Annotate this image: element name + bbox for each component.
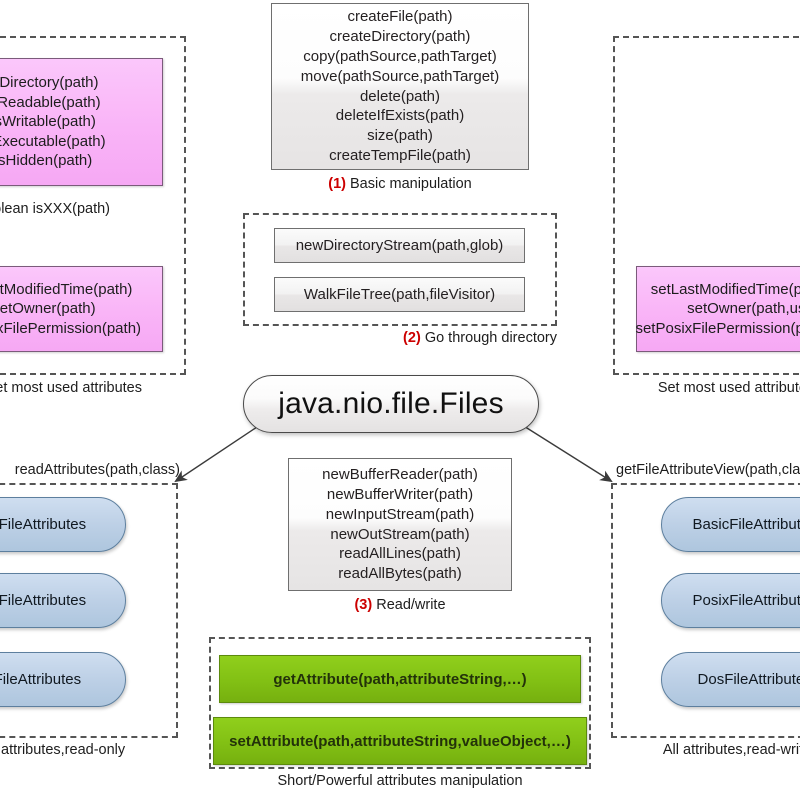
- method-createfile: createFile(path): [347, 8, 453, 26]
- group-get-attributes: [0, 36, 186, 375]
- method-newbufferreader: newBufferReader(path): [322, 466, 478, 484]
- method-getposixfilepermission: getPosixFilePermission(path): [0, 319, 142, 337]
- box-walkfiletree: WalkFileTree(path,fileVisitor): [274, 277, 525, 312]
- caption-read-attributes: All attributes,read-only: [0, 742, 126, 758]
- method-move: move(pathSource,pathTarget): [300, 67, 500, 85]
- label-boolean-isxxx: boolean isXXX(path): [0, 201, 110, 217]
- group-short-powerful: [209, 637, 591, 769]
- edge-label-getfileattributeview: getFileAttributeView(path,class): [616, 462, 800, 478]
- method-createtempfile: createTempFile(path): [329, 146, 471, 164]
- method-newbufferwriter: newBufferWriter(path): [326, 485, 474, 503]
- method-setowner: setOwner(path,user): [687, 300, 800, 318]
- method-newinputstream: newInputStream(path): [325, 505, 475, 523]
- box-basic-manipulation: createFile(path) createDirectory(path) c…: [271, 3, 529, 170]
- caption-attribute-views: All attributes,read-write: [662, 742, 800, 758]
- center-node-java-nio-file-files[interactable]: java.nio.file.Files: [243, 375, 539, 433]
- box-newdirectorystream: newDirectoryStream(path,glob): [274, 228, 525, 263]
- method-newoutstream: newOutStream(path): [330, 525, 470, 543]
- caption-short-powerful: Short/Powerful attributes manipulation: [277, 773, 523, 789]
- method-createdirectory: createDirectory(path): [329, 28, 471, 46]
- method-getowner: getOwner(path): [0, 300, 96, 318]
- method-copy: copy(pathSource,pathTarget): [303, 47, 497, 65]
- pill-posixfileattributes: PosixFileAttributes: [0, 573, 126, 628]
- caption-number-3: (3): [354, 597, 373, 613]
- caption-read-write-text: Read/write: [376, 597, 446, 613]
- caption-basic-manipulation: (1) Basic manipulation: [271, 176, 529, 192]
- caption-set-most-used-attributes: Set most used attributes: [657, 380, 800, 396]
- caption-get-most-used-attributes: Get most used attributes: [0, 380, 142, 396]
- method-isdirectory: isDirectory(path): [0, 74, 99, 92]
- method-isreadable: isReadable(path): [0, 93, 101, 111]
- method-getlastmodifiedtime: getLastModifiedTime(path): [0, 280, 133, 298]
- method-readallbytes: readAllBytes(path): [338, 565, 462, 583]
- pill-dosfileattributeview: DosFileAttributeView: [661, 652, 800, 707]
- box-getattribute: getAttribute(path,attributeString,…): [219, 655, 581, 703]
- caption-go-through-directory: (2) Go through directory: [243, 330, 557, 346]
- pill-dosfileattributes: DosFileAttributes: [0, 652, 126, 707]
- method-setlastmodifiedtime: setLastModifiedTime(path,time): [650, 280, 800, 298]
- box-read-write: newBufferReader(path) newBufferWriter(pa…: [288, 458, 512, 591]
- group-set-attributes: [613, 36, 800, 375]
- caption-read-write: (3) Read/write: [288, 597, 512, 613]
- caption-basic-manipulation-text: Basic manipulation: [350, 176, 472, 192]
- group-go-through-directory: [243, 213, 557, 326]
- box-get-attributes: getLastModifiedTime(path) getOwner(path)…: [0, 266, 163, 352]
- group-attribute-views: [611, 483, 800, 738]
- pill-basicfileattributes: BasicFileAttributes: [0, 497, 126, 552]
- caption-number-1: (1): [328, 176, 346, 192]
- caption-number-2: (2): [403, 330, 421, 346]
- group-read-attributes: [0, 483, 178, 738]
- pill-basicfileattributeview: BasicFileAttributeView: [661, 497, 800, 552]
- method-readalllines: readAllLines(path): [339, 545, 461, 563]
- box-set-attributes: setLastModifiedTime(path,time) setOwner(…: [635, 266, 800, 352]
- method-deleteifexists: deleteIfExists(path): [335, 107, 465, 125]
- method-isexecutable: isExecutable(path): [0, 132, 106, 150]
- method-setposixfilepermission: setPosixFilePermission(path,perms): [635, 319, 800, 337]
- method-size: size(path): [367, 127, 433, 145]
- method-ishidden: isHidden(path): [0, 152, 93, 170]
- box-setattribute: setAttribute(path,attributeString,valueO…: [213, 717, 587, 765]
- pill-posixfileattributeview: PosixFileAttributeView: [661, 573, 800, 628]
- method-iswritable: isWritable(path): [0, 113, 96, 131]
- box-boolean-attributes: isDirectory(path) isReadable(path) isWri…: [0, 58, 163, 186]
- method-delete: delete(path): [359, 87, 441, 105]
- edge-label-readattributes: readAttributes(path,class): [14, 462, 180, 478]
- caption-go-through-directory-text: Go through directory: [424, 330, 557, 346]
